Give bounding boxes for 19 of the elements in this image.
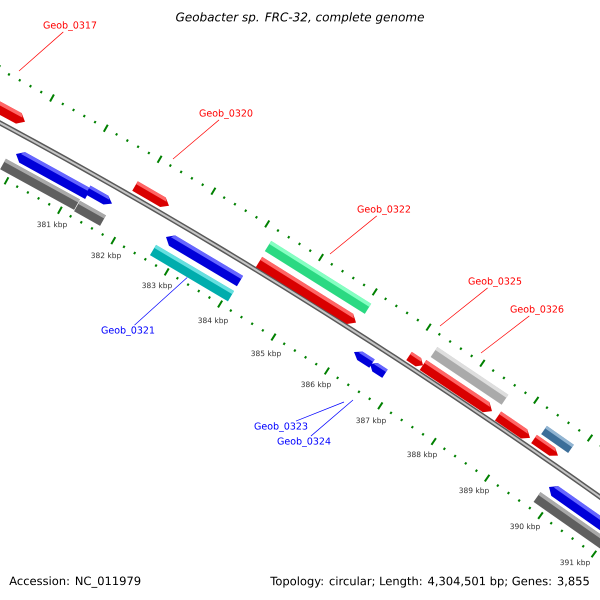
leader-line	[330, 216, 378, 254]
leader-line	[172, 120, 220, 160]
gene-label: Geob_0326	[510, 305, 564, 315]
footer-text: Topology: circular; Length: 4,304,501 bp; Genes: 3,855	[270, 576, 589, 588]
gene-label: Geob_0320	[200, 109, 252, 119]
leader-line	[310, 400, 354, 436]
leader-line	[296, 402, 344, 422]
leader-line	[134, 277, 188, 326]
gene-label: Geob_0324	[278, 437, 330, 447]
gene-label: Geob_0325	[468, 277, 522, 287]
gene-label: Geob_0317	[44, 21, 96, 31]
leader-line	[440, 288, 488, 326]
gene-label: Geob_0322	[358, 205, 410, 215]
gene-label: Geob_0321	[102, 326, 154, 336]
footer-text: Accession: NC_011979	[9, 576, 140, 588]
title: Geobacter sp. FRC-32, complete genome	[176, 12, 424, 24]
leader-line	[18, 32, 64, 72]
gene-label: Geob_0323	[254, 422, 308, 432]
leader-line	[480, 316, 530, 354]
